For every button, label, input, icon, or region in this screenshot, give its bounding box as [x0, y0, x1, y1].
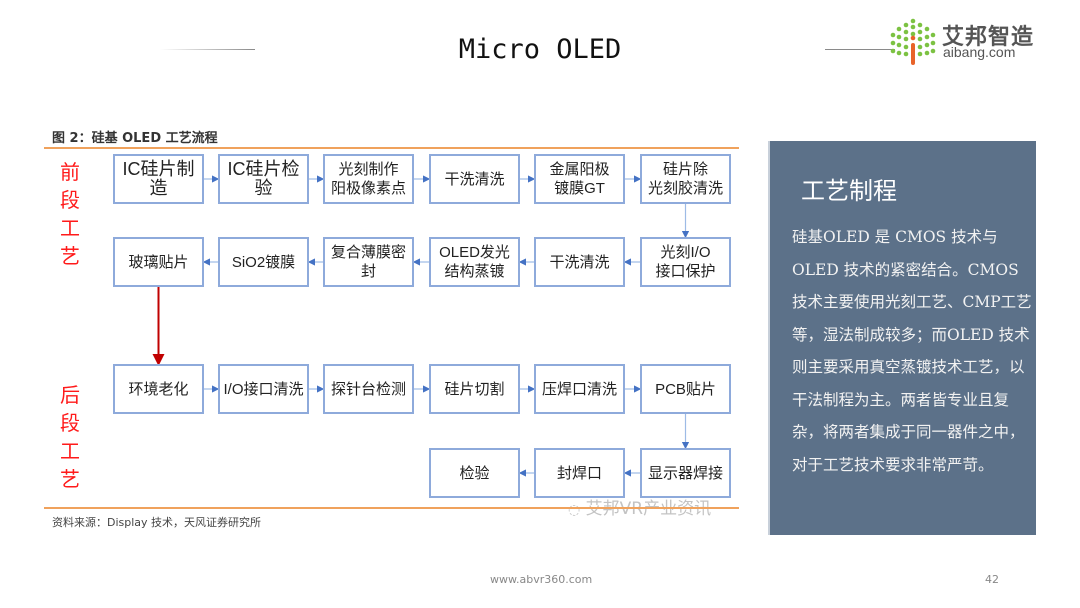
stage-char: 后 — [60, 383, 80, 407]
figure-top-rule — [44, 147, 739, 149]
figure-source: 资料来源：Display 技术，天风证券研究所 — [52, 516, 262, 529]
process-panel: 工艺制程 硅基OLED 是 CMOS 技术与OLED 技术的紧密结合。CMOS技… — [768, 141, 1036, 535]
flow-step-box: OLED发光 结构蒸镀 — [429, 237, 520, 287]
flow-step-box: 干洗清洗 — [534, 237, 625, 287]
flow-step-box: 硅片切割 — [429, 364, 520, 414]
stage-char: 艺 — [60, 244, 80, 268]
flow-step-box: 检验 — [429, 448, 520, 498]
logo-domain: aibang.com — [943, 44, 1016, 60]
figure-bottom-rule — [44, 507, 739, 509]
back-stage-label: 后 段 工 艺 — [60, 381, 80, 493]
flow-step-box: IC硅片检验 — [218, 154, 309, 204]
flow-step-box: I/O接口清洗 — [218, 364, 309, 414]
wechat-icon: ◌ — [568, 502, 581, 518]
flow-step-box: IC硅片制造 — [113, 154, 204, 204]
watermark: ◌ 艾邦VR产业资讯 — [568, 494, 711, 519]
company-logo: 艾邦智造 aibang.com — [887, 17, 1047, 67]
flow-step-box: SiO2镀膜 — [218, 237, 309, 287]
page-title: Micro OLED — [458, 34, 622, 65]
flow-step-box: 显示器焊接 — [640, 448, 731, 498]
title-divider-left — [160, 49, 255, 50]
stage-char: 段 — [60, 411, 80, 435]
watermark-text: 艾邦VR产业资讯 — [585, 499, 712, 519]
panel-title: 工艺制程 — [801, 177, 897, 205]
stage-char: 工 — [60, 216, 80, 240]
figure-caption: 图 2：硅基 OLED 工艺流程 — [52, 131, 218, 146]
stage-char: 工 — [60, 439, 80, 463]
page-number: 42 — [985, 573, 999, 586]
flow-step-box: 环境老化 — [113, 364, 204, 414]
flow-step-box: 光刻I/O 接口保护 — [640, 237, 731, 287]
tree-logo-icon — [890, 18, 936, 65]
flow-step-box: 压焊口清洗 — [534, 364, 625, 414]
stage-char: 艺 — [60, 467, 80, 491]
flow-step-box: 封焊口 — [534, 448, 625, 498]
footer-url[interactable]: www.abvr360.com — [490, 573, 593, 586]
stage-char: 段 — [60, 188, 80, 212]
flow-step-box: 硅片除 光刻胶清洗 — [640, 154, 731, 204]
front-stage-label: 前 段 工 艺 — [60, 158, 80, 270]
flow-step-box: 干洗清洗 — [429, 154, 520, 204]
flow-step-box: 金属阳极 镀膜GT — [534, 154, 625, 204]
title-divider-right — [825, 49, 895, 50]
flow-step-box: PCB贴片 — [640, 364, 731, 414]
flow-step-box: 光刻制作 阳极像素点 — [323, 154, 414, 204]
stage-char: 前 — [60, 160, 80, 184]
logo-name: 艾邦智造 — [942, 25, 1035, 50]
panel-body: 硅基OLED 是 CMOS 技术与OLED 技术的紧密结合。CMOS技术主要使用… — [792, 228, 1032, 474]
flow-step-box: 玻璃贴片 — [113, 237, 204, 287]
flow-step-box: 复合薄膜密封 — [323, 237, 414, 287]
flow-step-box: 探针台检测 — [323, 364, 414, 414]
